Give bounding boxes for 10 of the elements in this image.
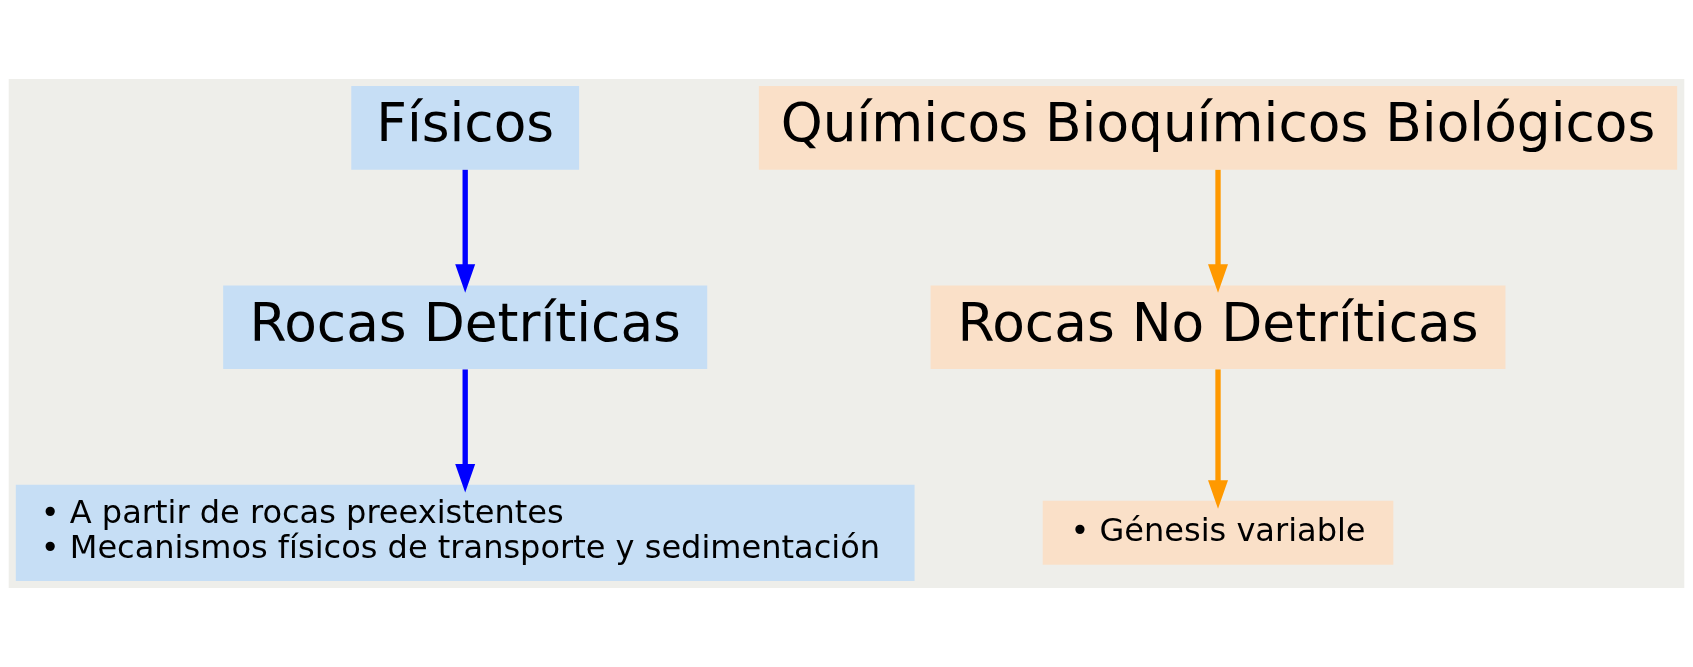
arrow bbox=[1208, 169, 1228, 293]
arrow bbox=[1208, 369, 1228, 509]
arrow bbox=[455, 169, 476, 293]
node-box: Rocas Detríticas bbox=[223, 285, 708, 370]
node-box: Rocas No Detríticas bbox=[930, 285, 1506, 370]
node-box: • A partir de rocas preexistentes • Mecanismos físicos de transporte y sedimentación bbox=[15, 484, 915, 581]
arrow bbox=[455, 369, 476, 493]
node-box: Químicos Bioquímicos Biológicos bbox=[758, 86, 1678, 170]
node-box: • Génesis variable bbox=[1042, 500, 1394, 565]
node-box: Físicos bbox=[351, 86, 580, 170]
